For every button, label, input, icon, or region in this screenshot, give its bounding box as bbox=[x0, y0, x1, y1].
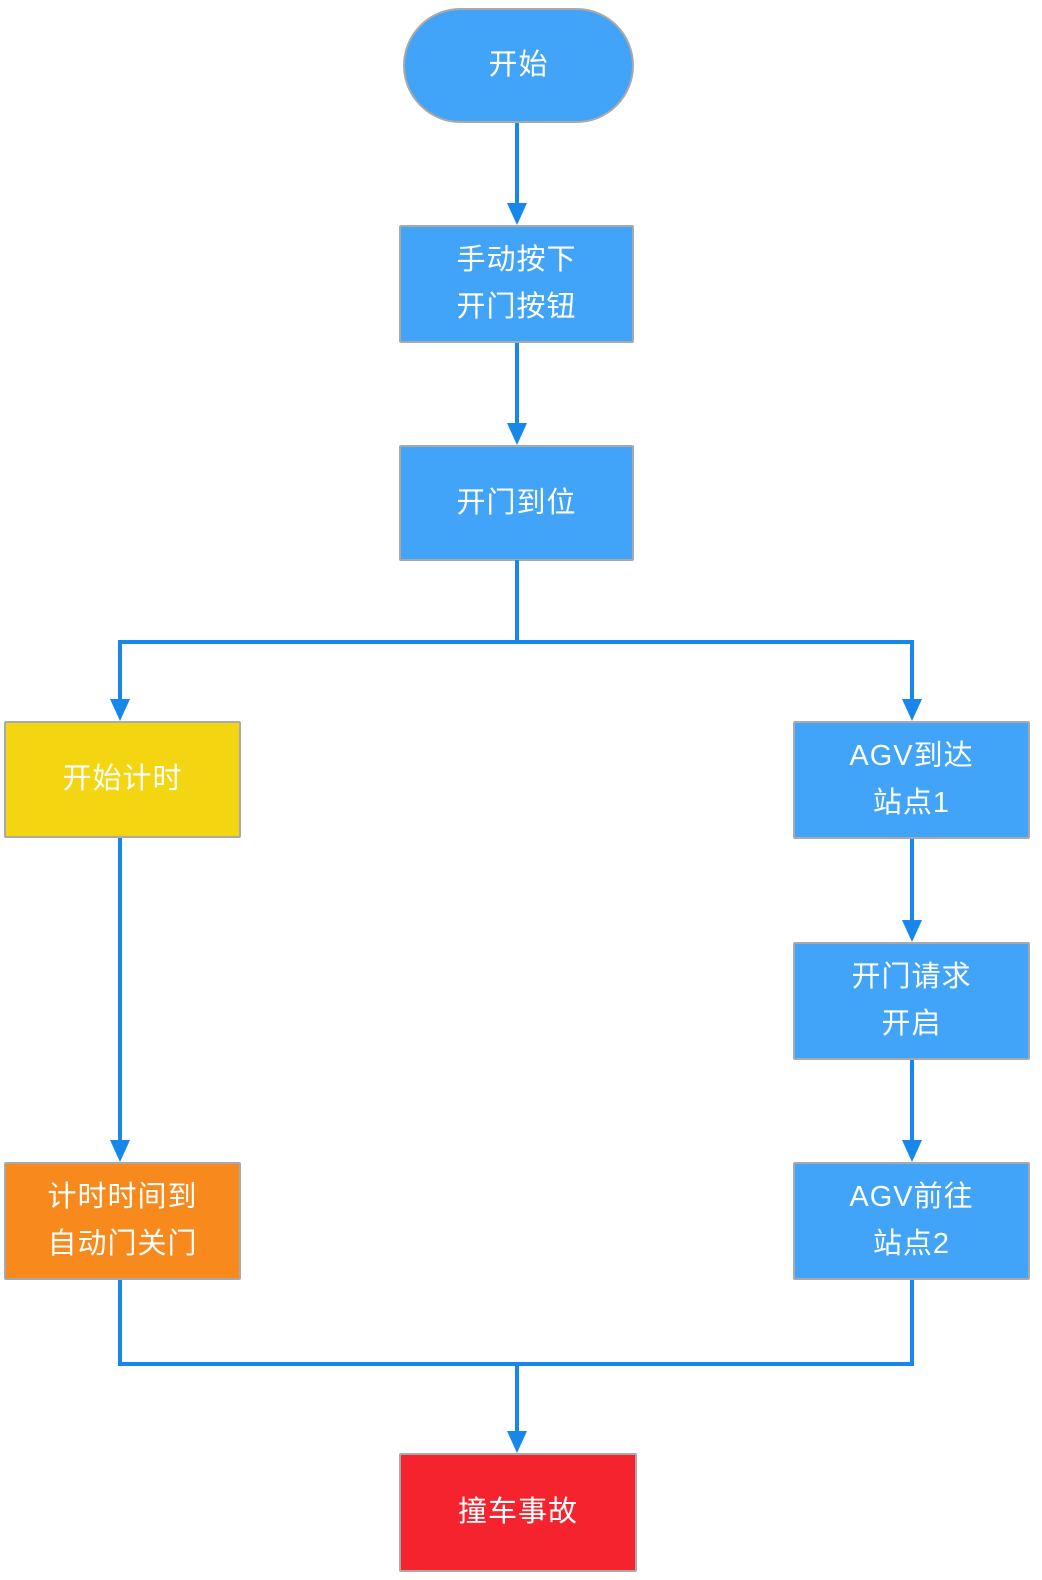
node-timer-expires-auto-door-closes[interactable]: 计时时间到 自动门关门 bbox=[4, 1162, 241, 1280]
arrowhead-down-icon bbox=[507, 203, 527, 225]
node-agv-arrives-station-1[interactable]: AGV到达 站点1 bbox=[793, 721, 1030, 839]
node-label: 撞车事故 bbox=[457, 1496, 578, 1528]
node-label: 开始 bbox=[488, 49, 549, 81]
node-label: 站点2 bbox=[872, 1228, 951, 1260]
arrowhead-down-icon bbox=[902, 1140, 922, 1162]
connector-segment bbox=[515, 123, 519, 204]
node-door-open-request-on[interactable]: 开门请求 开启 bbox=[793, 942, 1030, 1060]
node-label: 开门按钮 bbox=[456, 291, 577, 323]
arrowhead-down-icon bbox=[902, 920, 922, 942]
node-start[interactable]: 开始 bbox=[403, 8, 634, 123]
connector-segment bbox=[118, 838, 122, 1141]
connector-segment bbox=[118, 1362, 914, 1366]
connector-segment bbox=[910, 1280, 914, 1366]
node-agv-goes-to-station-2[interactable]: AGV前往 站点2 bbox=[793, 1162, 1030, 1280]
connector-segment bbox=[118, 640, 122, 700]
connector-segment bbox=[118, 640, 914, 644]
node-label: AGV前往 bbox=[849, 1181, 974, 1213]
node-label: 开启 bbox=[881, 1008, 942, 1040]
node-door-open-in-place[interactable]: 开门到位 bbox=[399, 445, 634, 561]
node-label: 手动按下 bbox=[456, 244, 577, 276]
arrowhead-down-icon bbox=[902, 699, 922, 721]
node-label: 自动门关门 bbox=[47, 1228, 198, 1260]
node-label: 站点1 bbox=[872, 787, 951, 819]
connector-segment bbox=[515, 343, 519, 424]
node-label: 开始计时 bbox=[62, 763, 183, 795]
node-manual-press-open-button[interactable]: 手动按下 开门按钮 bbox=[399, 225, 634, 343]
connector-segment bbox=[118, 1280, 122, 1366]
connector-segment bbox=[910, 1060, 914, 1141]
connector-segment bbox=[515, 560, 519, 644]
connector-segment bbox=[515, 1366, 519, 1432]
node-start-timing[interactable]: 开始计时 bbox=[4, 721, 241, 838]
arrowhead-down-icon bbox=[507, 423, 527, 445]
arrowhead-down-icon bbox=[110, 1140, 130, 1162]
connector-segment bbox=[910, 640, 914, 700]
arrowhead-down-icon bbox=[110, 699, 130, 721]
connector-segment bbox=[910, 839, 914, 921]
node-label: 开门请求 bbox=[851, 961, 972, 993]
node-label: AGV到达 bbox=[849, 740, 974, 772]
node-crash-accident[interactable]: 撞车事故 bbox=[399, 1453, 637, 1572]
arrowhead-down-icon bbox=[507, 1431, 527, 1453]
node-label: 开门到位 bbox=[456, 486, 577, 519]
node-label: 计时时间到 bbox=[47, 1181, 198, 1213]
